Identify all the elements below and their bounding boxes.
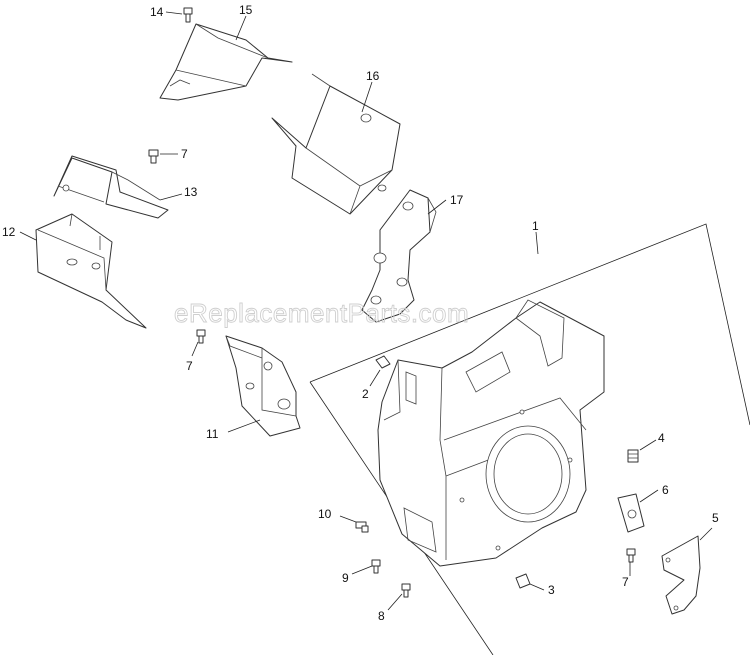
leader-lines <box>19 11 713 611</box>
callout-13: 13 <box>184 185 198 199</box>
callout-14: 14 <box>150 5 164 19</box>
callout-2: 2 <box>362 387 369 401</box>
callout-9: 9 <box>342 571 349 585</box>
part-9-fastener <box>371 559 381 574</box>
part-2-clip <box>375 355 391 369</box>
callout-1: 1 <box>532 219 539 233</box>
part-3-square-nut <box>515 573 531 589</box>
callout-labels: 14 15 16 7 13 12 17 1 7 2 11 4 6 5 10 9 … <box>2 3 719 623</box>
part-10-fastener <box>355 521 369 533</box>
part-5-guard-plate <box>661 535 701 615</box>
part-12-side-baffle <box>35 213 147 329</box>
callout-3: 3 <box>548 583 555 597</box>
watermark-text: eReplacementParts.com <box>174 298 469 328</box>
callout-16: 16 <box>366 69 380 83</box>
part-15-shroud <box>159 23 293 101</box>
callout-4: 4 <box>658 431 665 445</box>
part-17-bracket <box>361 189 437 323</box>
callout-7-upper: 7 <box>181 147 188 161</box>
callout-7-right: 7 <box>622 575 629 589</box>
part-7-screw-right <box>626 548 636 563</box>
part-4-nut <box>627 449 639 463</box>
callout-6: 6 <box>662 483 669 497</box>
part-1-blower-housing <box>377 299 605 567</box>
callout-10: 10 <box>318 507 332 521</box>
part-7-screw-middle <box>196 329 206 344</box>
part-16-baffle <box>271 73 401 215</box>
part-11-bracket <box>225 335 301 437</box>
part-8-fastener <box>401 583 411 598</box>
callout-12: 12 <box>2 225 16 239</box>
callout-5: 5 <box>712 511 719 525</box>
part-6-spring-clip <box>617 493 645 533</box>
part-13-bracket <box>53 155 169 219</box>
part-7-screw-upper <box>148 149 159 164</box>
callout-7-middle: 7 <box>186 359 193 373</box>
callout-8: 8 <box>378 609 385 623</box>
callout-11: 11 <box>206 427 219 441</box>
callout-17: 17 <box>450 193 464 207</box>
part-14-screw <box>183 7 193 23</box>
callout-15: 15 <box>239 3 253 17</box>
